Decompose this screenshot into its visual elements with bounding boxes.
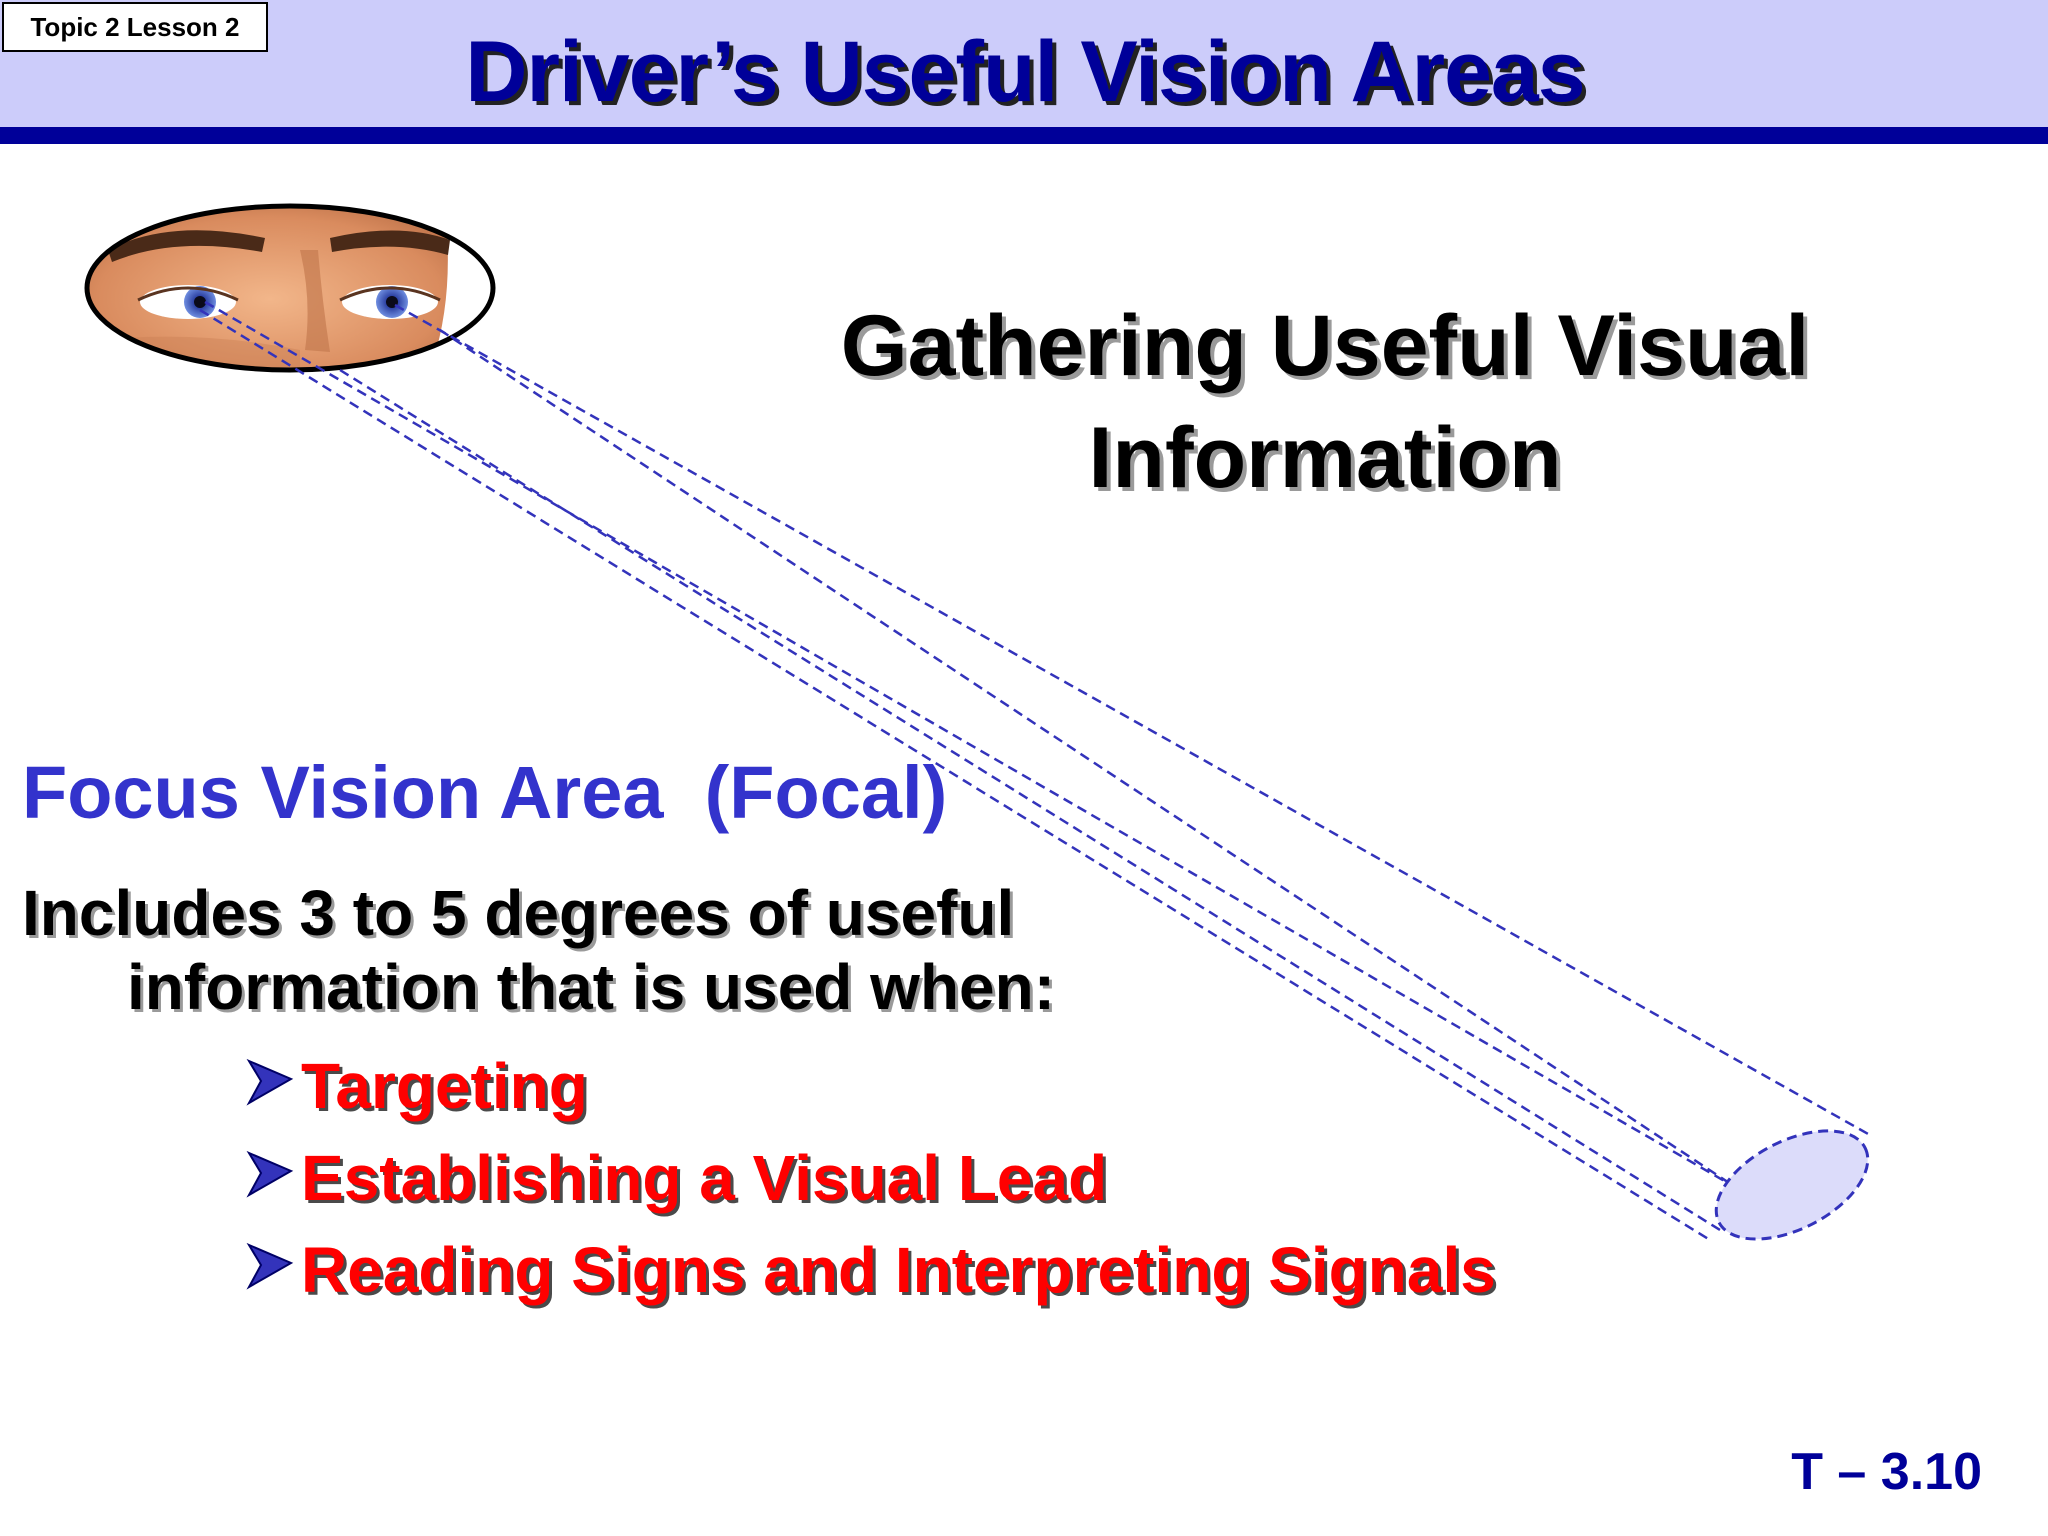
focus-area-description: Includes 3 to 5 degrees of useful inform… [22, 876, 1055, 1024]
description-line-2: information that is used when: [127, 951, 1056, 1023]
bullet-text: Establishing a Visual Lead [301, 1142, 1108, 1214]
arrowhead-bullet-icon [246, 1242, 294, 1290]
sight-lines [199, 300, 1871, 1242]
bullet-list: Targeting Establishing a Visual Lead Rea… [245, 1040, 1496, 1316]
heading-line-1: Gathering Useful Visual [840, 298, 1810, 394]
arrowhead-bullet-icon [246, 1150, 294, 1198]
page-number: T – 3.10 [1791, 1443, 1982, 1501]
driver-eyes-icon [84, 203, 496, 373]
list-item: Targeting [245, 1040, 1496, 1132]
description-line-1: Includes 3 to 5 degrees of useful [22, 877, 1015, 949]
slide-title: Driver’s Useful Vision Areas [465, 24, 1585, 120]
topic-label: Topic 2 Lesson 2 [2, 2, 268, 52]
list-item: Reading Signs and Interpreting Signals [245, 1224, 1496, 1316]
focal-area-ellipse [1714, 1129, 1870, 1241]
arrowhead-bullet-icon [246, 1058, 294, 1106]
bullet-text: Reading Signs and Interpreting Signals [301, 1234, 1496, 1306]
header-band [0, 0, 2048, 127]
header-rule [0, 127, 2048, 144]
heading-line-2: Information [1088, 410, 1562, 506]
bullet-text: Targeting [301, 1050, 588, 1122]
focus-area-title: Focus Vision Area (Focal) [22, 751, 948, 834]
list-item: Establishing a Visual Lead [245, 1132, 1496, 1224]
section-heading: Gathering Useful Visual Information [760, 290, 1890, 514]
